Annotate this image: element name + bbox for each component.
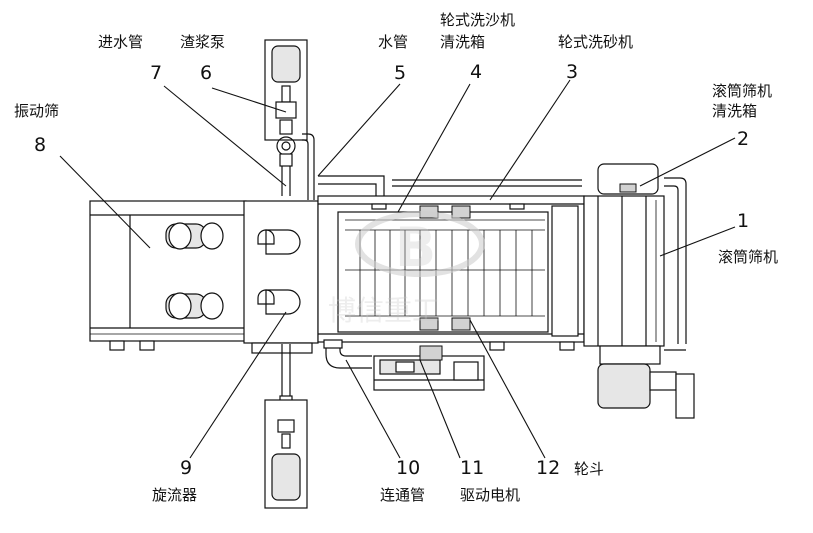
slurry-pump-bottom <box>264 344 308 509</box>
label-3: 轮式洗砂机 3 <box>558 33 633 83</box>
svg-text:3: 3 <box>566 61 578 83</box>
svg-text:滚筒筛机: 滚筒筛机 <box>718 248 778 266</box>
svg-text:4: 4 <box>470 61 482 83</box>
label-2: 滚筒筛机 清洗箱 2 <box>712 82 772 150</box>
svg-text:10: 10 <box>396 457 420 479</box>
svg-text:7: 7 <box>150 62 162 84</box>
label-9: 9 旋流器 <box>152 457 197 504</box>
svg-text:1: 1 <box>737 210 749 232</box>
svg-text:B: B <box>395 216 436 279</box>
svg-text:2: 2 <box>737 128 749 150</box>
trommel-screen <box>583 163 695 419</box>
svg-text:6: 6 <box>200 62 212 84</box>
label-12: 12 轮斗 <box>536 457 604 479</box>
svg-text:清洗箱: 清洗箱 <box>712 102 757 120</box>
svg-text:渣浆泵: 渣浆泵 <box>180 33 225 51</box>
label-7: 进水管 7 <box>98 33 162 84</box>
vibrator-motor-top <box>165 222 224 250</box>
label-10: 10 连通管 <box>380 457 425 504</box>
brand-watermark: B 博信重工 <box>328 211 485 327</box>
label-11: 11 驱动电机 <box>460 457 520 504</box>
svg-text:8: 8 <box>34 134 46 156</box>
svg-text:轮斗: 轮斗 <box>574 460 604 478</box>
svg-text:5: 5 <box>394 62 406 84</box>
label-6: 渣浆泵 6 <box>180 33 225 84</box>
connecting-pipe <box>323 339 372 369</box>
svg-text:振动筛: 振动筛 <box>14 102 59 120</box>
svg-text:水管: 水管 <box>378 33 408 51</box>
svg-text:旋流器: 旋流器 <box>152 486 197 504</box>
vibrating-screen <box>89 200 247 351</box>
label-5: 水管 5 <box>378 33 408 84</box>
svg-text:轮式洗砂机: 轮式洗砂机 <box>558 33 633 51</box>
leader-lines <box>59 79 736 459</box>
svg-text:滚筒筛机: 滚筒筛机 <box>712 82 772 100</box>
svg-text:驱动电机: 驱动电机 <box>460 486 520 504</box>
label-1: 1 滚筒筛机 <box>718 210 778 266</box>
svg-text:连通管: 连通管 <box>380 486 425 504</box>
svg-text:12: 12 <box>536 457 560 479</box>
slurry-pump-top <box>264 39 315 200</box>
label-8: 振动筛 8 <box>14 102 59 156</box>
svg-text:11: 11 <box>460 457 484 479</box>
watermark-text: 博信重工 <box>328 294 440 327</box>
label-4: 轮式洗沙机 清洗箱 4 <box>440 11 515 83</box>
svg-text:进水管: 进水管 <box>98 33 143 51</box>
drive-motor <box>373 345 485 391</box>
svg-text:清洗箱: 清洗箱 <box>440 33 485 51</box>
vibrator-motor-bottom <box>165 292 224 320</box>
svg-text:9: 9 <box>180 457 192 479</box>
svg-text:轮式洗沙机: 轮式洗沙机 <box>440 11 515 29</box>
